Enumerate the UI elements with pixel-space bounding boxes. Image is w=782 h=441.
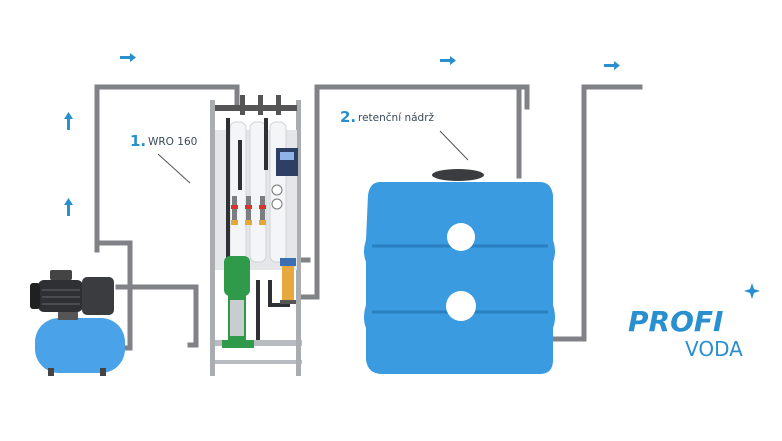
high-pressure-pump	[224, 256, 250, 296]
pipe-pump-to-ro	[115, 284, 199, 348]
pipes	[94, 84, 643, 351]
tank-handle-hole	[447, 223, 475, 251]
prefilter	[282, 264, 294, 304]
unit-name: WRO 160	[148, 136, 197, 148]
pressure-vessel	[35, 318, 125, 373]
pressure-gauge	[271, 198, 283, 210]
flow-arrows	[64, 53, 620, 216]
retention-tank	[364, 169, 555, 374]
arrow-up-icon	[64, 198, 73, 216]
brand-line2: VODA	[685, 337, 743, 361]
pipe-tank-out	[550, 84, 643, 342]
pipe-pump-to-ro-top	[94, 84, 240, 253]
label-tank: 2. retenční nádrž	[340, 108, 469, 161]
brand-star-icon	[744, 283, 760, 299]
label-ro-unit: 1. WRO 160	[130, 132, 197, 184]
unit-number: 1.	[130, 132, 146, 150]
pressure-gauge	[271, 184, 283, 196]
arrow-right-icon	[440, 56, 456, 65]
tank-body	[364, 182, 555, 374]
membrane-housing	[249, 121, 267, 263]
tank-handle-hole	[446, 291, 476, 321]
booster-pump-station	[30, 270, 125, 376]
arrow-right-icon	[604, 61, 620, 70]
pipe-ro-to-tank	[297, 84, 530, 300]
tank-number: 2.	[340, 108, 356, 126]
brand-logo: PROFI VODA	[628, 283, 760, 361]
arrow-right-icon	[120, 53, 136, 62]
arrow-up-icon	[64, 112, 73, 130]
ro-unit	[210, 95, 302, 376]
tank-name: retenční nádrž	[358, 112, 435, 124]
brand-line1: PROFI	[628, 305, 723, 338]
pump-head	[82, 277, 114, 315]
